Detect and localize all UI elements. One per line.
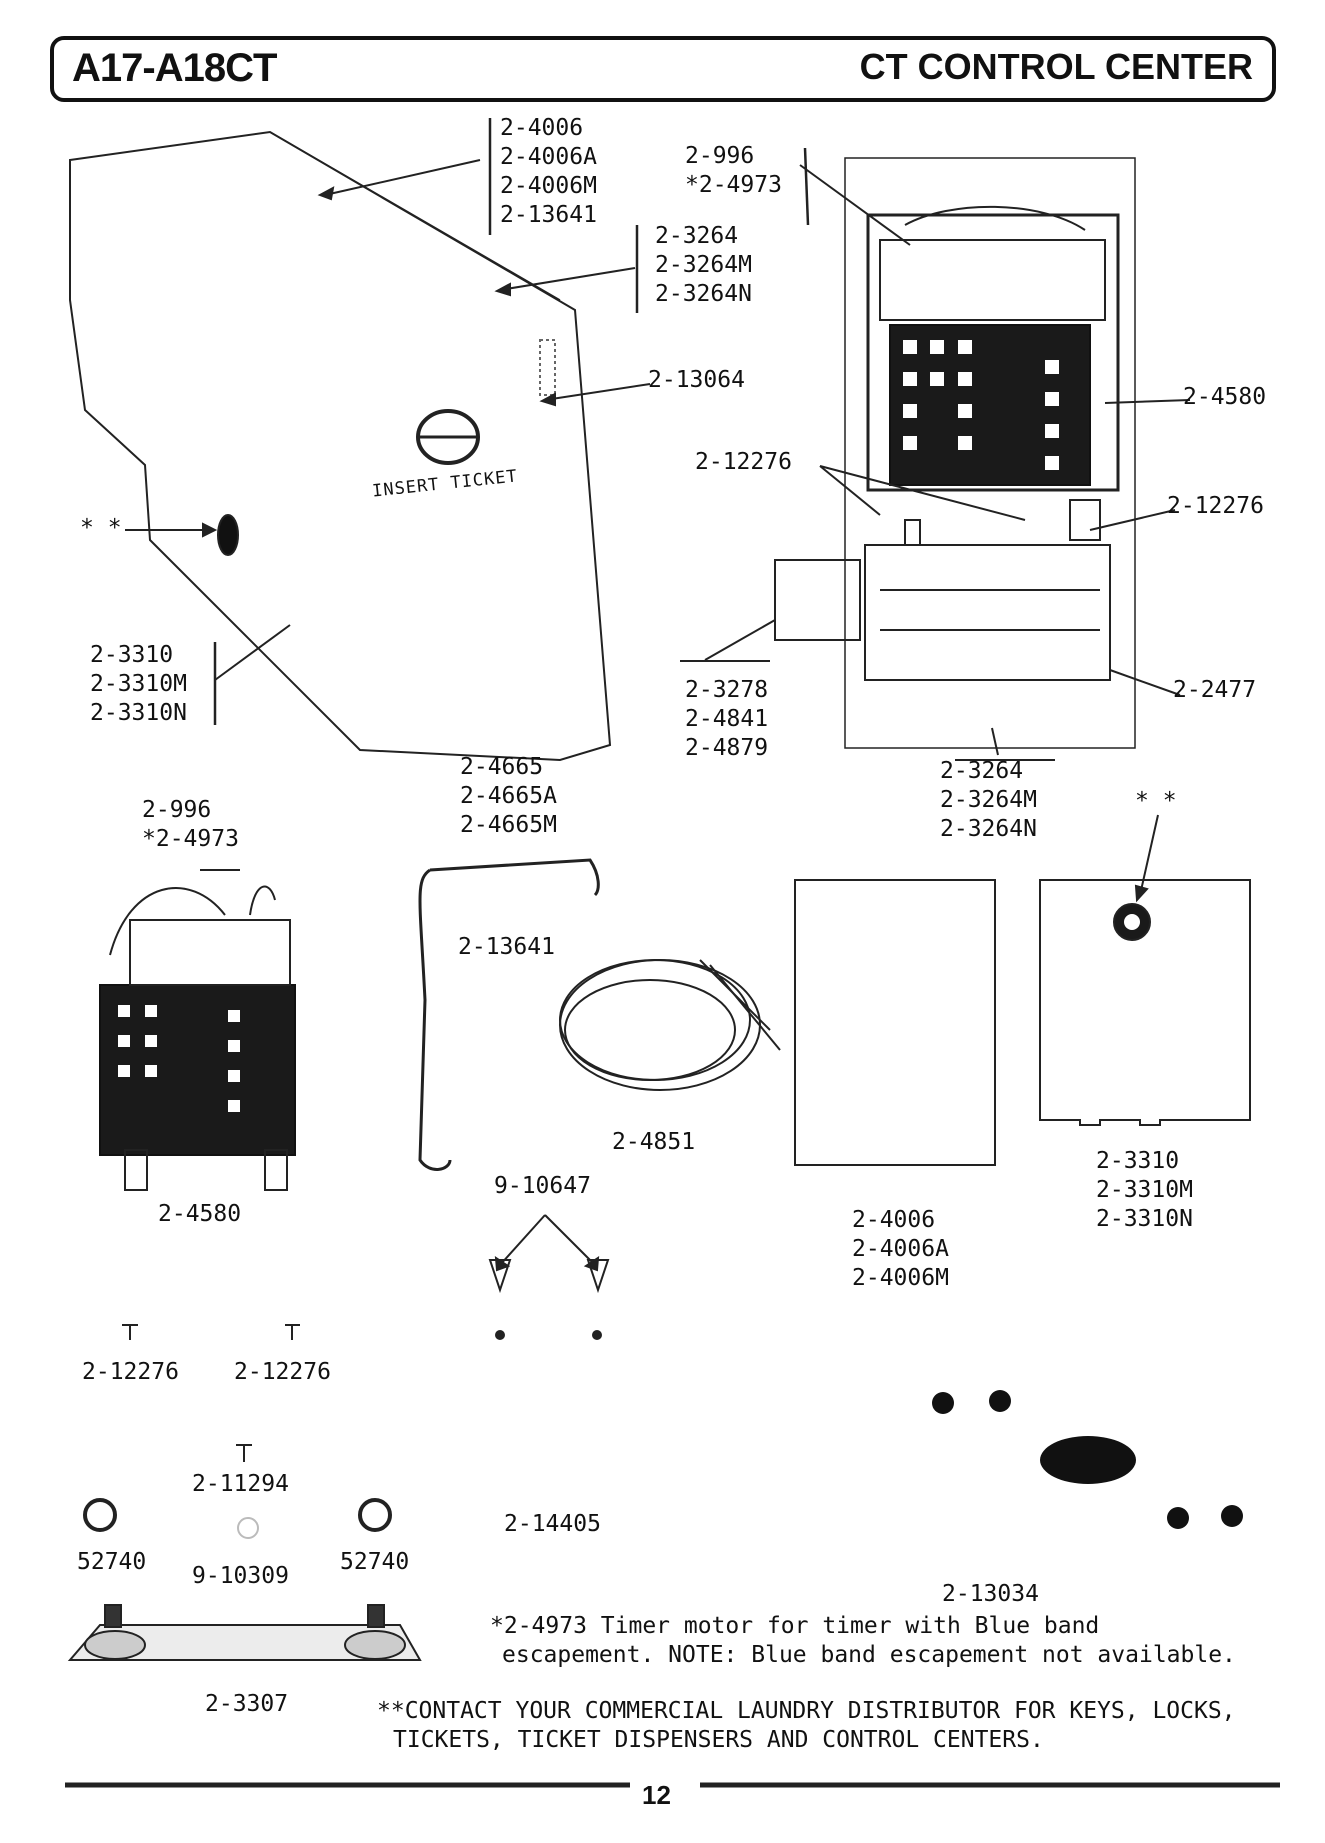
ticket-slot — [416, 409, 480, 465]
cover-outline — [69, 130, 612, 762]
header-frame — [50, 36, 1276, 102]
label-9-10647: 9-10647 — [494, 1173, 591, 1199]
label-2-2477: 2-2477 — [1173, 677, 1257, 703]
contact-note-line2: TICKETS, TICKET DISPENSERS AND CONTROL C… — [393, 1727, 1044, 1753]
screw-2-12276b — [285, 1324, 300, 1340]
label-2-13064: 2-13064 — [648, 367, 745, 393]
page-number: 12 — [642, 1780, 671, 1810]
label-9-10309: 9-10309 — [192, 1563, 289, 1589]
label-2-12276-b: 2-12276 — [1167, 493, 1264, 519]
screw-2-12276 — [122, 1324, 138, 1340]
bracket-rod — [418, 858, 600, 1171]
timer-assembly — [99, 984, 296, 1156]
timer-note-line2: escapement. NOTE: Blue band escapement n… — [502, 1642, 1236, 1668]
relay-block — [774, 559, 861, 641]
panel-4006 — [794, 879, 996, 1166]
label-nut-right: 52740 — [340, 1549, 410, 1575]
screw-2-11294 — [236, 1444, 252, 1462]
label-screw-2: 2-12276 — [234, 1359, 331, 1385]
label-2-3307: 2-3307 — [205, 1691, 289, 1717]
template-2-13034 — [932, 1390, 1243, 1529]
model-title: A17-A18CT — [72, 46, 277, 90]
timer-module — [866, 213, 1120, 492]
label-screw-1: 2-12276 — [82, 1359, 179, 1385]
label-2-14405: 2-14405 — [504, 1511, 601, 1537]
washer — [237, 1517, 259, 1539]
label-2-13641: 2-13641 — [458, 934, 555, 960]
label-2-4851: 2-4851 — [612, 1129, 696, 1155]
timer-note-line1: *2-4973 Timer motor for timer with Blue … — [490, 1613, 1100, 1639]
nut-right — [358, 1498, 392, 1532]
label-2-13034: 2-13034 — [942, 1581, 1039, 1607]
label-2-4580-left: 2-4580 — [158, 1201, 242, 1227]
label-stars-left: * * — [80, 515, 122, 541]
panel-3310 — [1039, 879, 1251, 1126]
label-stars-right: * * — [1135, 788, 1177, 814]
label-nut-left: 52740 — [77, 1549, 147, 1575]
control-box-outline — [844, 157, 1136, 749]
contact-note-line1: **CONTACT YOUR COMMERCIAL LAUNDRY DISTRI… — [377, 1698, 1236, 1724]
nut-left — [83, 1498, 117, 1532]
section-title: CT CONTROL CENTER — [859, 46, 1253, 87]
label-2-996-left: 2-996*2-4973 — [142, 797, 239, 852]
label-2-996: 2-996*2-4973 — [685, 143, 782, 198]
cover-lock — [217, 514, 239, 556]
label-2-12276-a: 2-12276 — [695, 449, 792, 475]
label-2-11294: 2-11294 — [192, 1471, 289, 1497]
label-2-4580-right: 2-4580 — [1183, 384, 1267, 410]
wire-harness — [559, 959, 781, 1091]
